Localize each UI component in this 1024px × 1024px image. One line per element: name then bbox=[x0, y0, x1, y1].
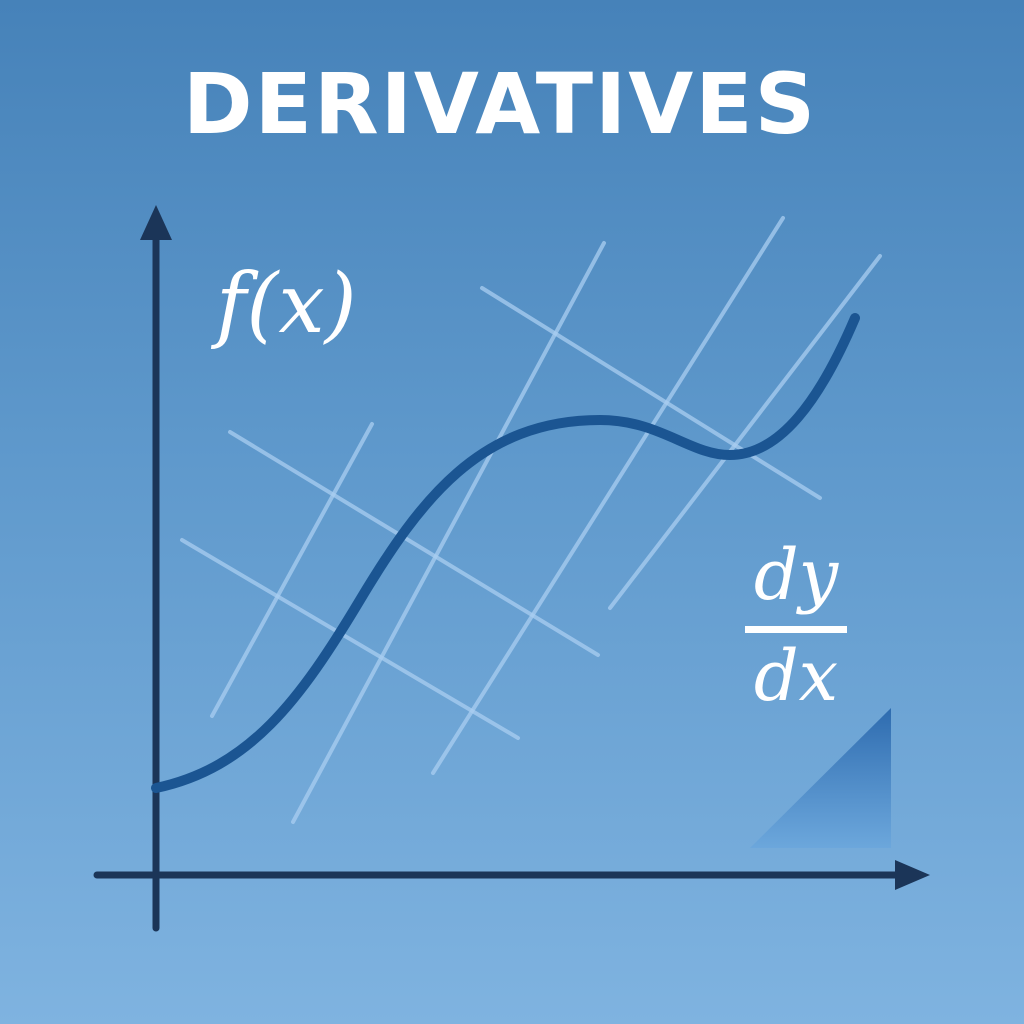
y-axis-arrow-icon bbox=[140, 205, 172, 240]
page-title: DERIVATIVES bbox=[182, 55, 818, 153]
grid-line bbox=[480, 286, 822, 500]
x-axis-arrow-icon bbox=[895, 860, 930, 890]
derivative-fraction: dy dx bbox=[745, 540, 847, 721]
grid-line bbox=[180, 538, 520, 740]
grid-line bbox=[228, 430, 600, 657]
slope-triangle-icon bbox=[750, 708, 891, 848]
derivative-numerator: dy bbox=[753, 534, 839, 616]
grid-line bbox=[210, 422, 374, 718]
grid-line bbox=[291, 241, 606, 824]
derivative-denominator: dx bbox=[753, 635, 839, 717]
coordinate-axes bbox=[93, 205, 930, 932]
tangent-grid-lines bbox=[180, 216, 882, 824]
grid-line bbox=[608, 254, 882, 610]
grid-line bbox=[431, 216, 785, 775]
function-label: f(x) bbox=[216, 257, 357, 352]
fraction-bar bbox=[745, 626, 847, 633]
function-curve bbox=[151, 313, 860, 793]
